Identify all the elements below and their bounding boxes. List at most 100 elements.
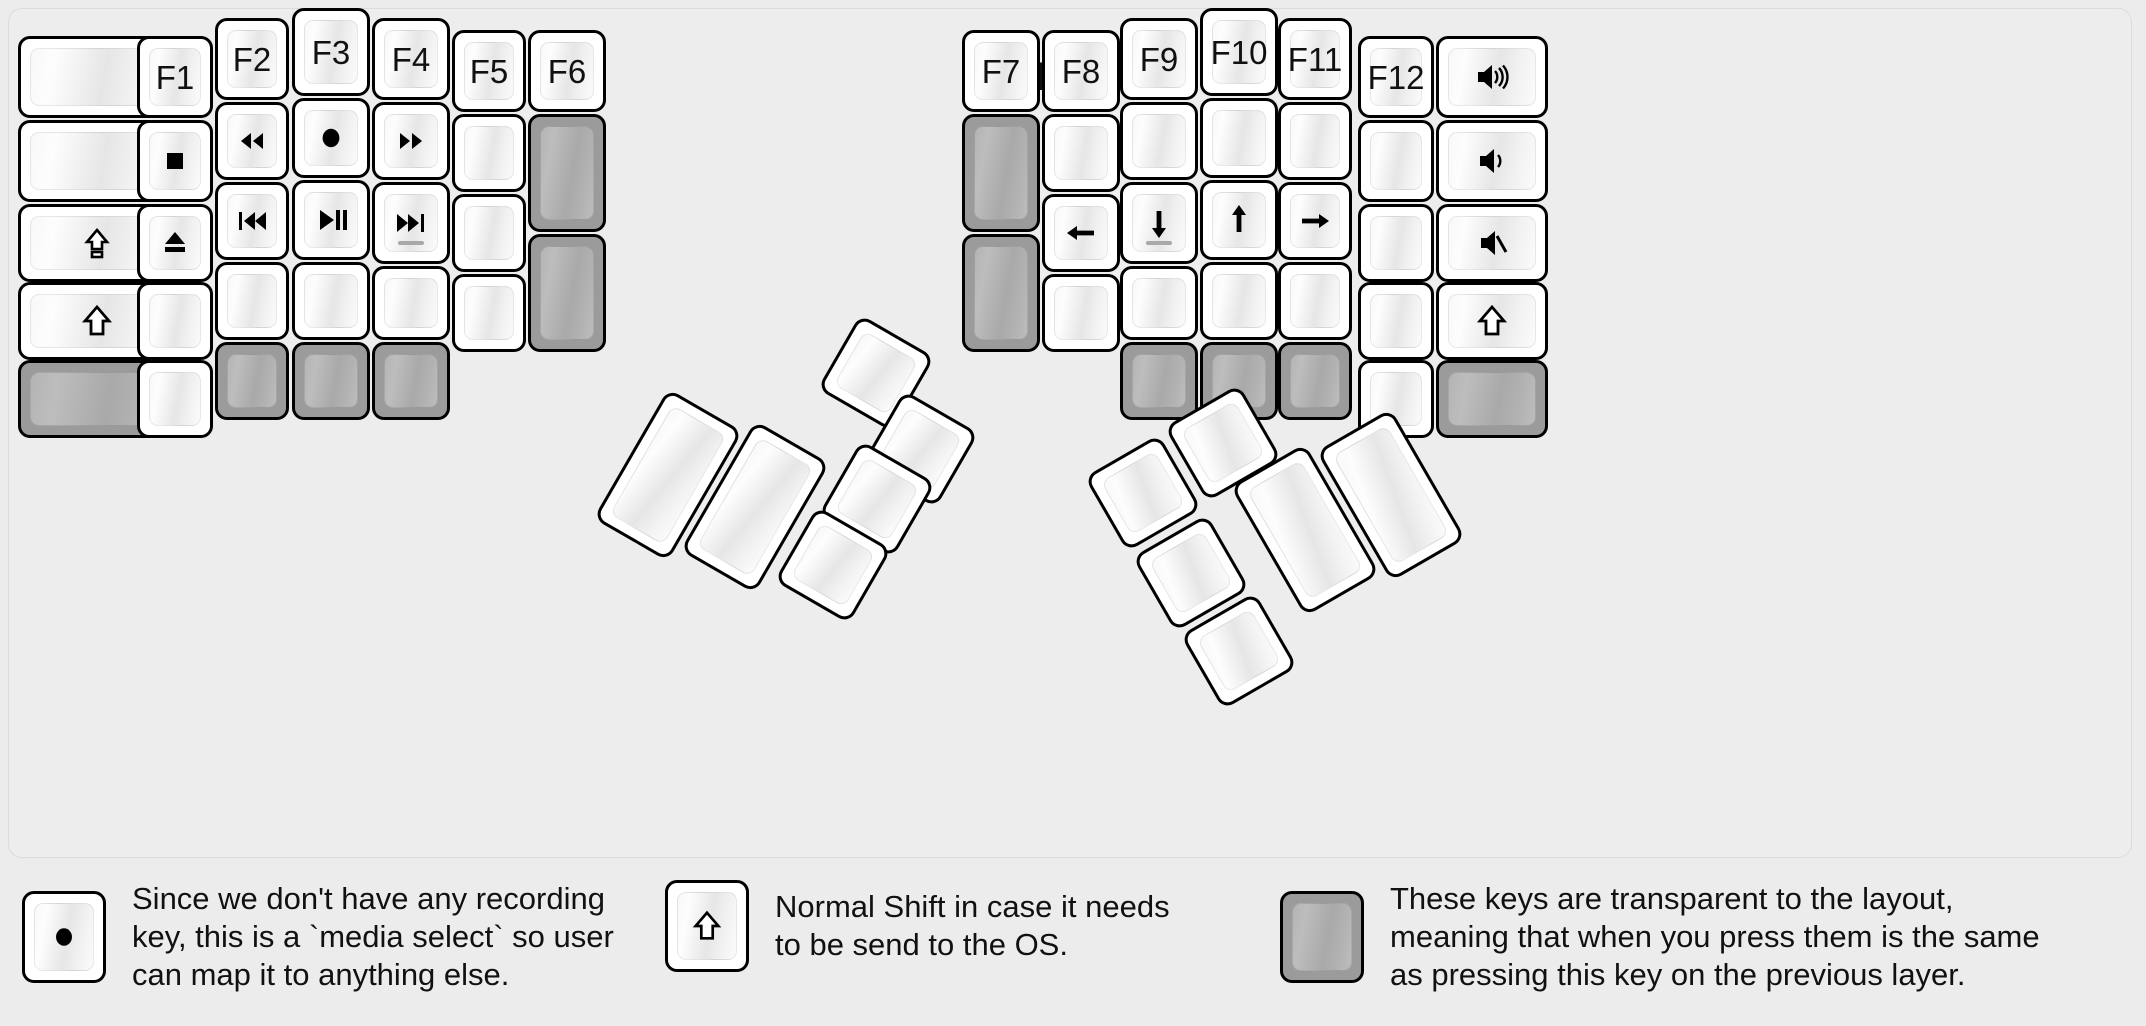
key-right-col-pinky-outer-volume-mute[interactable] bbox=[1436, 204, 1548, 282]
key-right-col-pinky-outer-shift[interactable] bbox=[1436, 282, 1548, 360]
play-pause-icon bbox=[320, 210, 347, 230]
key-right-col-pinky-outer-transparent[interactable] bbox=[1436, 360, 1548, 438]
keycap-face bbox=[1448, 294, 1536, 348]
key-left-col-index-media-next[interactable] bbox=[372, 182, 450, 264]
key-right-col-middle-f10[interactable]: F10 bbox=[1200, 8, 1278, 96]
key-left-col-pinky-blank[interactable] bbox=[137, 360, 213, 438]
key-left-col-pinky-f1[interactable]: F1 bbox=[137, 36, 213, 118]
keycap-face bbox=[1148, 530, 1234, 616]
keycap-face: F6 bbox=[540, 42, 594, 100]
keycap-face bbox=[1132, 354, 1186, 408]
key-right-col-pinky-blank[interactable] bbox=[1358, 204, 1434, 282]
key-right-col-index-blank[interactable] bbox=[1120, 102, 1198, 180]
key-left-col-middle-transparent[interactable] bbox=[292, 342, 370, 420]
key-right-col-pinky-outer-volume-down[interactable] bbox=[1436, 120, 1548, 202]
key-label: F8 bbox=[1061, 52, 1101, 90]
key-left-col-pinky-media-eject[interactable] bbox=[137, 204, 213, 282]
keycap-face bbox=[677, 892, 737, 960]
key-right-col-index-transparent[interactable] bbox=[1120, 342, 1198, 420]
keycap-face bbox=[149, 294, 201, 348]
key-right-col-innermost-transparent-tall-lower[interactable] bbox=[962, 234, 1040, 352]
keycap-face bbox=[974, 246, 1028, 340]
key-left-col-innermost-transparent-tall-upper[interactable] bbox=[528, 114, 606, 232]
key-left-col-index-blank[interactable] bbox=[372, 266, 450, 340]
key-right-col-inner-blank[interactable] bbox=[1042, 274, 1120, 352]
keycap-face: F12 bbox=[1367, 48, 1425, 106]
key-left-col-ring-media-rewind[interactable] bbox=[215, 102, 289, 180]
key-right-col-index-blank[interactable] bbox=[1120, 266, 1198, 340]
key-right-col-middle-blank[interactable] bbox=[1200, 98, 1278, 178]
key-label: F11 bbox=[1287, 40, 1343, 78]
next-track-icon bbox=[397, 214, 424, 232]
key-right-col-pinky-f12[interactable]: F12 bbox=[1358, 36, 1434, 118]
key-right-col-innermost-f7[interactable]: F7 bbox=[962, 30, 1040, 112]
key-left-col-middle-blank[interactable] bbox=[292, 262, 370, 340]
record-dot-icon bbox=[322, 128, 340, 148]
key-left-col-middle-f3[interactable]: F3 bbox=[292, 8, 370, 96]
keycap-face bbox=[464, 126, 514, 180]
homing-bump-indicator bbox=[398, 241, 424, 245]
key-right-col-index-f9[interactable]: F9 bbox=[1120, 18, 1198, 100]
legend-text-3: These keys are transparent to the layout… bbox=[1390, 881, 2040, 992]
key-label: F2 bbox=[232, 40, 272, 78]
key-right-col-inner-f8[interactable]: F8 bbox=[1042, 30, 1120, 112]
key-right-col-ring-f11[interactable]: F11 bbox=[1278, 18, 1352, 100]
key-left-col-innermost-f6[interactable]: F6 bbox=[528, 30, 606, 112]
keycap-face bbox=[1290, 194, 1340, 248]
key-left-col-ring-transparent[interactable] bbox=[215, 342, 289, 420]
key-left-col-index-media-fast-forward[interactable] bbox=[372, 102, 450, 180]
key-left-col-inner-blank[interactable] bbox=[452, 194, 526, 272]
keycap-face bbox=[227, 274, 277, 328]
eject-icon bbox=[165, 232, 185, 252]
key-right-col-ring-arrow-right[interactable] bbox=[1278, 182, 1352, 260]
keycap-face bbox=[149, 372, 201, 426]
key-left-col-ring-blank[interactable] bbox=[215, 262, 289, 340]
key-right-col-pinky-blank[interactable] bbox=[1358, 120, 1434, 202]
key-left-col-index-transparent[interactable] bbox=[372, 342, 450, 420]
keycap-face bbox=[464, 206, 514, 260]
key-right-col-inner-blank[interactable] bbox=[1042, 114, 1120, 192]
key-left-col-innermost-transparent-tall-lower[interactable] bbox=[528, 234, 606, 352]
keycap-face bbox=[1212, 274, 1266, 328]
key-right-col-pinky-blank[interactable] bbox=[1358, 282, 1434, 360]
volume-down-icon bbox=[1480, 149, 1502, 173]
key-left-col-ring-f2[interactable]: F2 bbox=[215, 18, 289, 100]
homing-bump-indicator bbox=[1146, 241, 1172, 245]
key-left-col-pinky-media-stop[interactable] bbox=[137, 120, 213, 202]
key-right-col-innermost-transparent-tall-upper[interactable] bbox=[962, 114, 1040, 232]
keycap-face bbox=[227, 194, 277, 248]
keycap-face bbox=[1100, 450, 1186, 536]
key-right-col-index-arrow-down[interactable] bbox=[1120, 182, 1198, 264]
keycap-face: F8 bbox=[1054, 42, 1108, 100]
legend-sample-key-2[interactable] bbox=[665, 880, 749, 972]
rewind-icon bbox=[241, 133, 263, 149]
key-right-col-ring-blank[interactable] bbox=[1278, 102, 1352, 180]
keycap-face bbox=[974, 126, 1028, 220]
key-right-col-middle-arrow-up[interactable] bbox=[1200, 180, 1278, 260]
key-left-col-ring-media-previous[interactable] bbox=[215, 182, 289, 260]
key-right-col-middle-blank[interactable] bbox=[1200, 262, 1278, 340]
keycap-face: F2 bbox=[227, 30, 277, 88]
key-left-col-middle-media-select[interactable] bbox=[292, 98, 370, 178]
key-left-col-middle-media-play-pause[interactable] bbox=[292, 180, 370, 260]
legend-sample-key-1[interactable] bbox=[22, 890, 106, 983]
key-right-col-pinky-outer-volume-up[interactable] bbox=[1436, 36, 1548, 118]
key-label: F12 bbox=[1367, 58, 1425, 96]
shift-arrow-icon bbox=[1476, 304, 1508, 336]
legend-sample-key-3[interactable] bbox=[1280, 890, 1364, 983]
legend-item-2: Normal Shift in case it needs to be send… bbox=[665, 880, 1170, 972]
key-left-col-index-f4[interactable]: F4 bbox=[372, 18, 450, 100]
keycap-face bbox=[1054, 126, 1108, 180]
key-right-col-ring-blank[interactable] bbox=[1278, 262, 1352, 340]
keycap-face bbox=[1370, 216, 1422, 270]
previous-track-icon bbox=[239, 212, 266, 230]
key-right-col-inner-arrow-left[interactable] bbox=[1042, 194, 1120, 272]
key-right-col-ring-transparent[interactable] bbox=[1278, 342, 1352, 420]
legend-text-1: Since we don't have any recording key, t… bbox=[132, 881, 614, 992]
key-left-col-pinky-blank[interactable] bbox=[137, 282, 213, 360]
key-left-col-inner-blank[interactable] bbox=[452, 274, 526, 352]
key-left-col-inner-blank[interactable] bbox=[452, 114, 526, 192]
key-left-col-inner-f5[interactable]: F5 bbox=[452, 30, 526, 112]
keycap-face bbox=[1370, 132, 1422, 190]
